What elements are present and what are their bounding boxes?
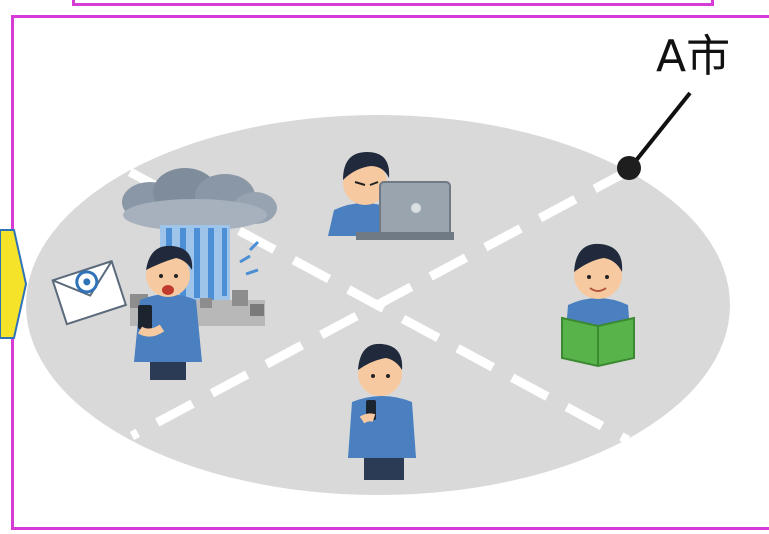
label-anchor-dot: [617, 156, 641, 180]
label-leader-line: [630, 93, 690, 168]
city-label: A市: [656, 30, 730, 84]
